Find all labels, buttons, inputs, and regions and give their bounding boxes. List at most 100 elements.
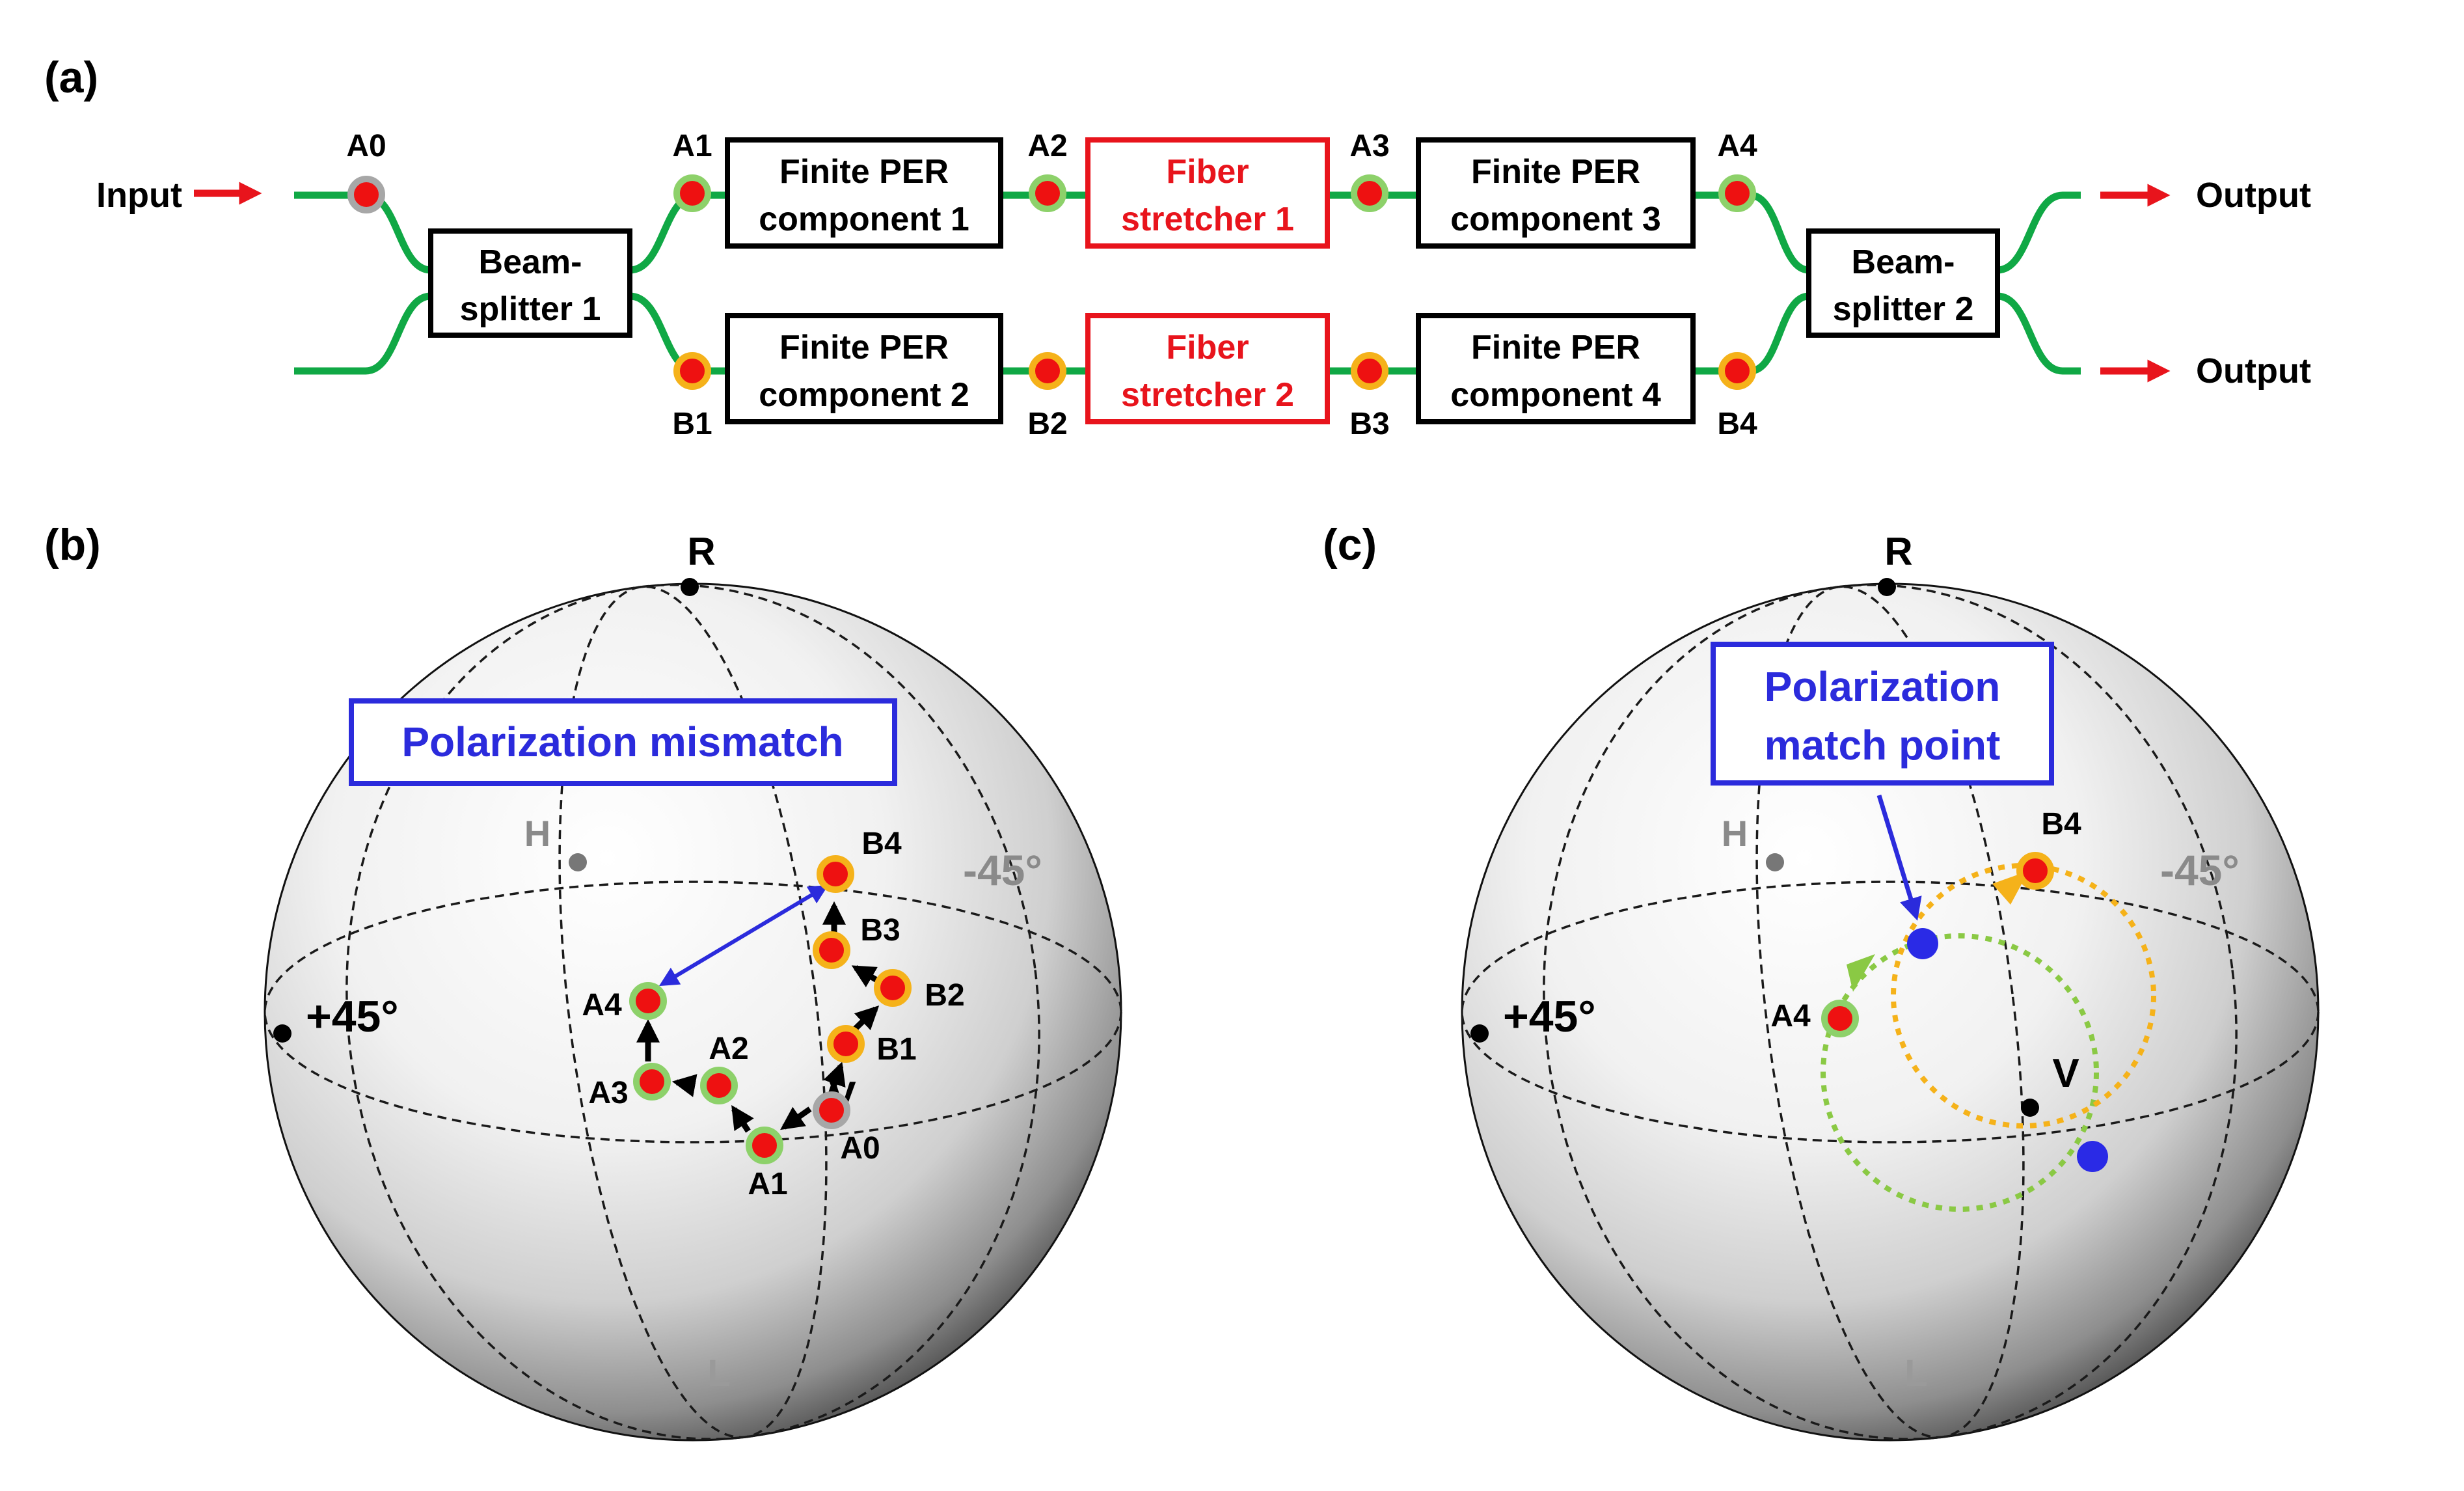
beamsplitter-1-line2: splitter 1 — [460, 290, 601, 328]
point-label: B3 — [1349, 407, 1389, 441]
finite-per-4-line2: component 4 — [1450, 376, 1661, 414]
point-label: A4 — [1717, 129, 1757, 163]
state-marker — [817, 855, 854, 893]
point-marker — [673, 352, 711, 390]
state-point-b3: B3 — [813, 913, 900, 969]
arrow-a0-b1 — [823, 1061, 846, 1097]
state-point-b2: B2 — [874, 969, 965, 1013]
beamsplitter-1-line1: Beam- — [479, 243, 582, 281]
callout-mismatch: Polarization mismatch — [349, 698, 897, 786]
point-label: B4 — [1717, 407, 1757, 441]
pole-l-label: L — [1904, 1352, 1927, 1395]
state-point-a1: A1 — [746, 1127, 788, 1201]
pole-r-dot — [681, 578, 699, 596]
point-marker — [1718, 174, 1756, 212]
state-marker — [633, 1063, 671, 1101]
point-marker — [1351, 174, 1388, 212]
state-label: A4 — [1770, 999, 1811, 1033]
callout-text: Polarization mismatch — [401, 718, 843, 765]
p45-label: +45° — [1503, 992, 1596, 1041]
setup-point-b4: B4 — [1717, 352, 1757, 441]
component-beamsplitter-2: Beam- splitter 2 — [1806, 228, 2000, 338]
state-marker — [1821, 1000, 1859, 1037]
setup-point-a1: A1 — [672, 129, 712, 212]
state-label: B4 — [861, 827, 902, 861]
panel-b: (b) R L H +45° -45° V Polarization misma… — [44, 520, 1122, 1442]
finite-per-1-line2: component 1 — [759, 200, 969, 238]
state-marker — [813, 1091, 850, 1129]
callout-match-point: Polarization match point — [1711, 642, 2054, 786]
p45-dot — [1470, 1024, 1489, 1043]
fiber-network — [294, 191, 2081, 375]
state-label: A1 — [748, 1167, 787, 1201]
beamsplitter-2-line1: Beam- — [1852, 243, 1955, 281]
state-label: B3 — [860, 913, 900, 948]
state-marker — [827, 1025, 865, 1063]
state-point-a0: A0 — [813, 1091, 880, 1166]
point-marker — [1718, 352, 1756, 390]
fiber-stretcher-1-line2: stretcher 1 — [1121, 200, 1294, 238]
v-label: V — [2052, 1051, 2079, 1096]
state-point-b1: B1 — [827, 1025, 917, 1067]
m45-label: -45° — [2160, 846, 2240, 894]
finite-per-4-line1: Finite PER — [1471, 329, 1640, 366]
point-label: B2 — [1027, 407, 1067, 441]
callout-box — [1711, 642, 2054, 786]
orbit-orange — [1891, 863, 2156, 1129]
state-point-a4: A4 — [582, 982, 667, 1022]
output-label-bottom: Output — [2196, 351, 2311, 390]
component-finite-per-1: Finite PER component 1 — [725, 137, 1003, 249]
setup-point-b2: B2 — [1027, 352, 1068, 441]
component-finite-per-2: Finite PER component 2 — [725, 313, 1003, 424]
finite-per-3-line2: component 3 — [1450, 200, 1661, 238]
h-label: H — [1722, 813, 1748, 854]
match-point-upper — [1907, 928, 1938, 959]
finite-per-2-line1: Finite PER — [779, 329, 949, 366]
state-marker — [2016, 852, 2054, 890]
panel-a: (a) Input Beam- splitter 1 — [44, 53, 2311, 441]
input-label: Input — [96, 176, 182, 215]
component-finite-per-4: Finite PER component 4 — [1416, 313, 1696, 424]
match-point-lower — [2077, 1141, 2108, 1172]
pole-l-label: L — [707, 1352, 730, 1395]
point-label: A3 — [1349, 129, 1389, 163]
state-label: A2 — [709, 1032, 748, 1066]
arrow-b1-b2 — [850, 1005, 880, 1034]
h-dot — [569, 853, 587, 871]
point-marker — [347, 176, 385, 213]
match-pointer-arrow — [1876, 794, 1922, 921]
callout-box — [349, 698, 897, 786]
state-point-c-b4: B4 — [2016, 807, 2081, 890]
orbit-green-arrowhead — [1847, 954, 1875, 992]
sphere-meridian-1 — [558, 585, 828, 1439]
callout-line1: Polarization — [1765, 663, 2001, 710]
setup-point-a2: A2 — [1027, 129, 1068, 212]
h-dot — [1766, 853, 1784, 871]
setup-point-a4: A4 — [1717, 129, 1757, 212]
sphere-equator — [1461, 881, 2320, 1143]
state-marker — [746, 1127, 783, 1164]
sphere-meridian-2 — [345, 583, 1040, 1441]
state-point-a3: A3 — [588, 1063, 671, 1110]
pole-r-label: R — [687, 530, 715, 573]
fiber-stretcher-1-line1: Fiber — [1166, 153, 1249, 191]
state-label: B2 — [925, 978, 964, 1013]
fiber-stretcher-2-line2: stretcher 2 — [1121, 376, 1294, 414]
h-label: H — [524, 813, 550, 854]
panel-c: (c) R L H +45° -45° V Polarization match… — [1323, 520, 2320, 1442]
state-label: B4 — [2041, 807, 2081, 841]
orbit-green — [1821, 933, 2099, 1212]
state-marker — [813, 931, 850, 969]
output-label-top: Output — [2196, 176, 2311, 215]
pole-r-dot — [1878, 578, 1896, 596]
point-label: B1 — [672, 407, 712, 441]
mismatch-arrow — [658, 884, 829, 987]
callout-line2: match point — [1765, 722, 2001, 769]
arrow-a2-a3 — [671, 1074, 697, 1097]
setup-point-b1: B1 — [672, 352, 712, 441]
finite-per-3-line1: Finite PER — [1471, 153, 1640, 191]
setup-point-b3: B3 — [1349, 352, 1390, 441]
component-finite-per-3: Finite PER component 3 — [1416, 137, 1696, 249]
sphere-equator — [264, 881, 1122, 1143]
